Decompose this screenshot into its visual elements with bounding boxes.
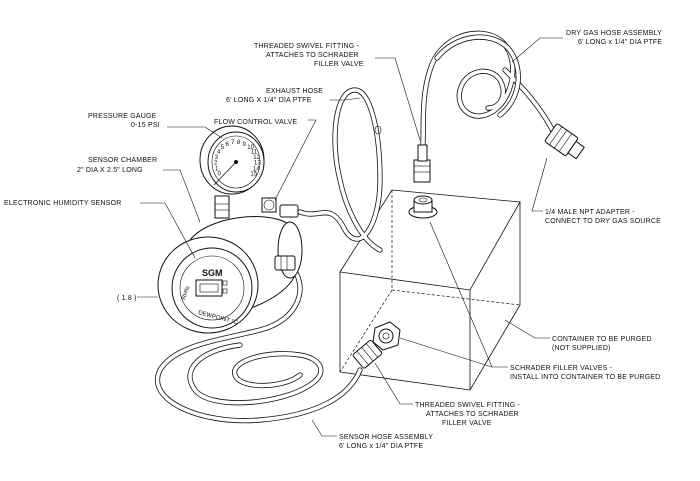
label-swivel-top-2: ATTACHES TO SCHRADER [266,52,359,59]
schrader-valve-top [408,195,438,219]
label-dry-gas-hose-2: 6' LONG x 1/4" DIA PTFE [578,39,662,46]
gauge-scale-number: 7 [231,140,235,146]
label-flow-control-valve: FLOW CONTROL VALVE [214,119,297,126]
label-sensor-chamber-1: SENSOR CHAMBER [88,157,157,164]
gauge-scale-number: 11 [251,150,258,156]
callout-sensor-chamber: SENSOR CHAMBER 2" DIA X 2.5" LONG [77,157,157,174]
label-pressure-gauge-2: 0-15 PSI [131,122,160,129]
gauge-scale-number: 14 [253,166,260,172]
label-exhaust-hose-1: EXHAUST HOSE [266,88,323,95]
exhaust-hose [297,87,383,253]
gauge-scale-number: 8 [237,140,241,146]
label-exhaust-hose-2: 6' LONG X 1/4" DIA PTFE [226,97,312,104]
sensor-brand: SGM [202,268,223,278]
gauge-scale-number: 0 [218,172,222,178]
gauge-scale-number: 13 [254,161,261,167]
label-schrader-valves-2: INSTALL INTO CONTAINER TO BE PURGED [510,374,660,381]
callout-threaded-swivel-bottom: THREADED SWIVEL FITTING - ATTACHES TO SC… [415,402,521,427]
label-swivel-bottom-2: ATTACHES TO SCHRADER [426,411,519,418]
gauge-scale-number: 3 [215,155,219,161]
sensor-side-text: RH% [181,285,192,301]
gauge-needle [213,161,237,186]
gauge-scale-number: 9 [243,142,247,148]
callout-npt-adapter: 1/4 MALE NPT ADAPTER - CONNECT TO DRY GA… [545,209,661,225]
sensor-hose [155,262,383,424]
label-sensor-hose-2: 6' LONG x 1/4" DIA PTFE [339,443,423,450]
label-swivel-top-1: THREADED SWIVEL FITTING - [254,43,360,50]
gauge-scale-number: 15 [250,172,257,178]
callout-container: CONTAINER TO BE PURGED (NOT SUPPLIED) [552,336,652,352]
callout-threaded-swivel-top: THREADED SWIVEL FITTING - ATTACHES TO SC… [254,43,364,68]
label-swivel-top-3: FILLER VALVE [314,61,364,68]
container-box [339,189,521,391]
gauge-scale-number: 6 [226,142,230,148]
callout-pressure-gauge: PRESSURE GAUGE 0-15 PSI [88,113,160,129]
schrader-valve-front [372,321,401,351]
callout-exhaust-hose: EXHAUST HOSE 6' LONG X 1/4" DIA PTFE [226,88,323,104]
label-schrader-valves-1: SCHRADER FILLER VALVES - [510,365,613,372]
callout-sensor-hose: SENSOR HOSE ASSEMBLY 6' LONG x 1/4" DIA … [339,434,433,450]
gauge-scale-number: 4 [217,150,221,156]
gauge-scale-number: 5 [221,145,225,151]
gauge-pivot [234,160,238,164]
gauge-scale-number: 12 [253,155,260,161]
gauge-scale-number: 1 [215,166,219,172]
label-swivel-bottom-1: THREADED SWIVEL FITTING - [415,402,521,409]
label-dry-gas-hose-1: DRY GAS HOSE ASSEMBLY [566,30,662,37]
humidity-sensor: SGM RH% DEWPOINT °C [157,236,259,334]
label-container-1: CONTAINER TO BE PURGED [552,336,652,343]
label-container-2: (NOT SUPPLIED) [552,345,611,352]
leader-lines [137,37,563,437]
gauge-scale-number: 10 [247,145,254,151]
dry-gas-hose [413,30,585,183]
gauge-scale-number: 2 [214,161,218,167]
label-swivel-bottom-3: FILLER VALVE [442,420,492,427]
callout-flow-control-valve: FLOW CONTROL VALVE [214,119,297,126]
callout-dimension: ( 1.8 ) [117,295,137,302]
label-electronic-humidity-sensor: ELECTRONIC HUMIDITY SENSOR [4,200,121,207]
label-sensor-chamber-2: 2" DIA X 2.5" LONG [77,167,143,174]
callout-schrader-valves: SCHRADER FILLER VALVES - INSTALL INTO CO… [510,365,660,381]
label-sensor-hose-1: SENSOR HOSE ASSEMBLY [339,434,433,441]
callout-dry-gas-hose: DRY GAS HOSE ASSEMBLY 6' LONG x 1/4" DIA… [566,30,662,46]
label-npt-adapter-2: CONNECT TO DRY GAS SOURCE [545,218,661,225]
label-npt-adapter-1: 1/4 MALE NPT ADAPTER - [545,209,635,216]
label-pressure-gauge-1: PRESSURE GAUGE [88,113,157,120]
label-dimension: ( 1.8 ) [117,295,137,302]
callout-electronic-humidity-sensor: ELECTRONIC HUMIDITY SENSOR [4,200,121,207]
